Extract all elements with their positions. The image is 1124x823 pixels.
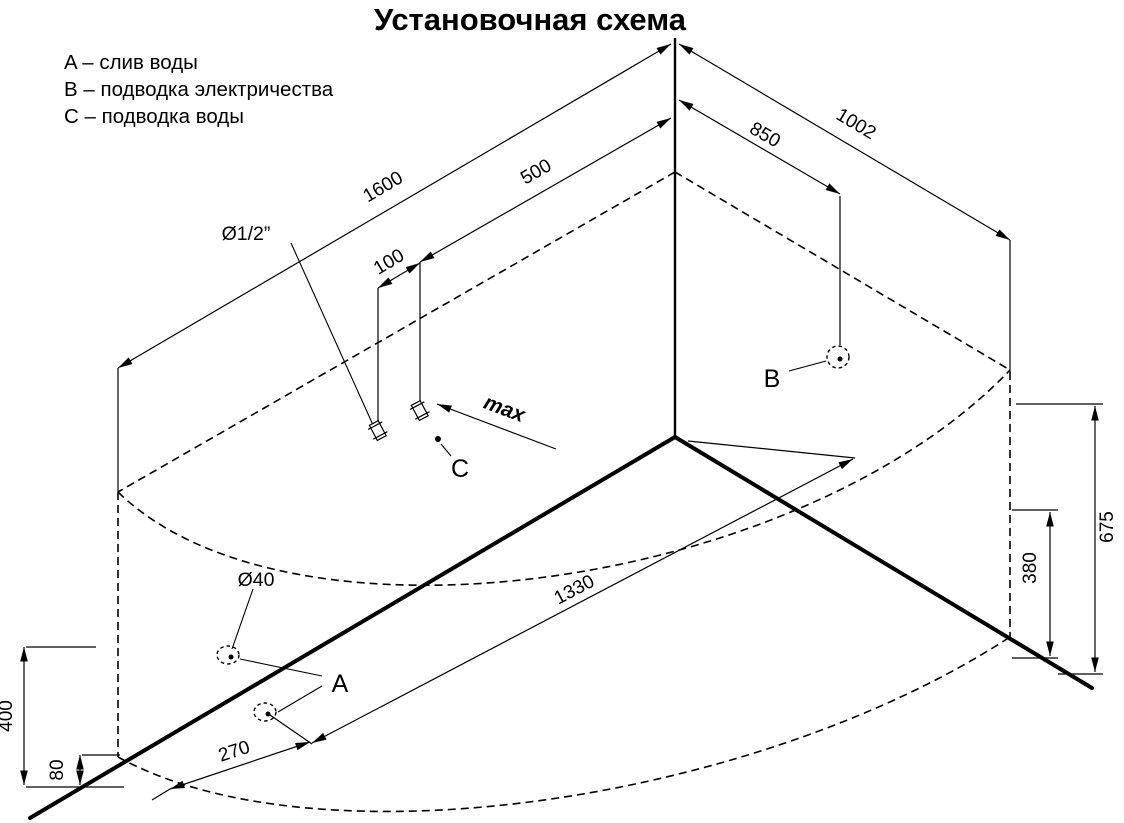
dim-line-500 [419, 117, 672, 263]
dim-label-1002: 1002 [832, 104, 879, 144]
bath-outline [117, 171, 1011, 813]
max-level-label: max [481, 391, 530, 428]
dim-label-100: 100 [370, 245, 408, 279]
fixture-symbols [216, 345, 850, 722]
dim-label-1600: 1600 [360, 167, 407, 207]
dim-line-270 [169, 741, 311, 790]
electric-center-dot [837, 356, 843, 362]
leader-lines [231, 242, 827, 713]
water-pipe-symbol-1 [367, 419, 388, 442]
legend-item-a: A – слив воды [64, 51, 198, 74]
water-point-dot [435, 436, 441, 442]
bath-rim-arc [117, 369, 1011, 586]
leader-a-lower [277, 685, 323, 713]
leader-c [440, 443, 452, 457]
dim-line-100 [377, 262, 421, 289]
drain-symbol-1 [216, 645, 240, 665]
dim-line-1600 [117, 43, 672, 369]
extension-line [687, 440, 856, 459]
pipe-body [410, 399, 429, 422]
dim-label-1330: 1330 [551, 571, 598, 609]
dim-label-500: 500 [517, 155, 555, 189]
dim-line-1002 [678, 43, 1011, 241]
dimension-labels: 1600 500 100 1002 850 675 380 1330 270 4… [0, 104, 1118, 780]
bath-rim-right-wall [674, 171, 1011, 371]
bath-base-arc [117, 636, 1011, 813]
water-pipe-symbol-2 [409, 399, 430, 422]
dim-label-675: 675 [1097, 511, 1118, 543]
leader-drain-diameter [231, 588, 254, 650]
room-structure [28, 38, 1094, 820]
electric-point-symbol [826, 345, 850, 369]
point-labels: A B C [332, 365, 781, 698]
extension-lines [26, 196, 1103, 801]
floor-left-edge [28, 435, 677, 820]
max-level-arrow [436, 403, 557, 450]
pipe-diameter-label: Ø1/2” [222, 223, 271, 245]
legend-item-b: B – подводка электричества [64, 78, 334, 101]
dimension-lines [20, 43, 1099, 790]
bath-rim-left-wall [117, 171, 676, 493]
pipe-body [368, 419, 387, 442]
drain-center-dot-2 [265, 711, 271, 717]
dim-label-400: 400 [0, 700, 17, 732]
drain-symbol-2 [253, 702, 277, 722]
point-label-c: C [451, 455, 469, 483]
pipe-flanges [367, 421, 388, 440]
dim-line-850 [678, 99, 841, 195]
drain-diameter-label: Ø40 [238, 569, 275, 591]
dim-line-1330 [311, 458, 854, 744]
drain-center-dot-1 [228, 654, 234, 660]
dim-label-270: 270 [216, 737, 253, 767]
page-title: Установочная схема [374, 2, 687, 37]
leader-a-upper [239, 658, 323, 677]
extension-line [151, 788, 171, 801]
dim-label-380: 380 [1020, 552, 1041, 584]
dim-label-850: 850 [746, 118, 784, 152]
dim-label-80: 80 [47, 759, 68, 780]
legend-item-c: C – подводка воды [64, 105, 244, 128]
point-label-b: B [764, 365, 781, 393]
leader-pipe-diameter [290, 242, 374, 426]
point-label-a: A [332, 670, 349, 698]
leader-b [788, 360, 827, 372]
pipe-flanges [409, 401, 430, 420]
extension-line [269, 714, 313, 745]
